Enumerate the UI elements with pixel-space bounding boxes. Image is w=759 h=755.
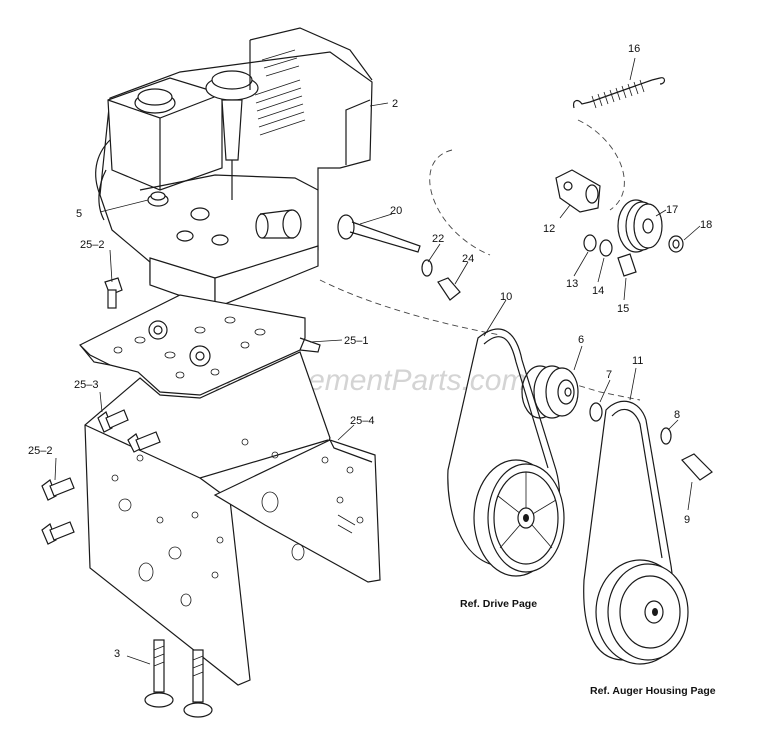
nut-18 bbox=[668, 235, 684, 253]
spacer-14 bbox=[599, 239, 613, 257]
leader-lines bbox=[54, 57, 701, 665]
bolt-9 bbox=[681, 453, 713, 481]
idler-pulley-17 bbox=[617, 199, 663, 253]
idler-path-line bbox=[577, 119, 625, 211]
callout-12: 12 bbox=[543, 223, 555, 235]
engine-mounting-plate bbox=[79, 294, 321, 396]
engine-assembly bbox=[95, 27, 373, 309]
callout-13: 13 bbox=[566, 278, 578, 290]
callout-17: 17 bbox=[666, 204, 678, 216]
drive-pulley bbox=[473, 459, 565, 577]
callout-15: 15 bbox=[617, 303, 629, 315]
callout-5: 5 bbox=[76, 208, 82, 220]
callout-8: 8 bbox=[674, 409, 680, 421]
spring-16 bbox=[573, 77, 666, 109]
idler-bracket-12 bbox=[555, 169, 601, 213]
callout-18: 18 bbox=[700, 219, 712, 231]
bolt-24 bbox=[437, 277, 461, 301]
callout-25-1: 25–1 bbox=[344, 335, 368, 347]
bolt-25-2-top bbox=[104, 277, 123, 309]
carriage-bolts bbox=[144, 639, 213, 718]
callout-25-4: 25–4 bbox=[350, 415, 374, 427]
bolt-frame-upper bbox=[127, 431, 161, 453]
bolt-frame-lower bbox=[41, 521, 75, 545]
callout-10: 10 bbox=[500, 291, 512, 303]
callout-25-2-top: 25–2 bbox=[80, 239, 104, 251]
callout-7: 7 bbox=[606, 369, 612, 381]
ref-auger-housing-page: Ref. Auger Housing Page bbox=[590, 685, 716, 697]
callout-11: 11 bbox=[632, 355, 643, 367]
callout-24: 24 bbox=[462, 253, 474, 265]
callout-25-3: 25–3 bbox=[74, 379, 98, 391]
washer-13 bbox=[583, 234, 597, 252]
frame-rear-plate bbox=[213, 439, 381, 583]
belt-path-line bbox=[319, 279, 501, 336]
bolt-15 bbox=[617, 253, 637, 277]
washer-8 bbox=[660, 427, 672, 445]
engine-pulley-6 bbox=[521, 365, 579, 419]
callout-22: 22 bbox=[432, 233, 444, 245]
callout-25-2-lower: 25–2 bbox=[28, 445, 52, 457]
bolt-25-3 bbox=[97, 409, 129, 433]
engine-bolts bbox=[147, 191, 229, 246]
ref-drive-page: Ref. Drive Page bbox=[460, 598, 537, 610]
callout-14: 14 bbox=[592, 285, 604, 297]
callout-20: 20 bbox=[390, 205, 402, 217]
callout-2: 2 bbox=[392, 98, 398, 110]
bolt-25-2-lower bbox=[41, 477, 75, 501]
auger-pulley bbox=[595, 559, 689, 665]
callout-16: 16 bbox=[628, 43, 640, 55]
callout-6: 6 bbox=[578, 334, 584, 346]
washer-22 bbox=[421, 259, 433, 277]
washer-7 bbox=[589, 402, 603, 422]
callout-3: 3 bbox=[114, 648, 120, 660]
callout-9: 9 bbox=[684, 514, 690, 526]
spring-path-line bbox=[429, 149, 491, 256]
callout-labels: 2 5 25–2 20 22 24 25–1 25–3 25–4 25–2 3 … bbox=[28, 43, 712, 660]
idler-rod-20 bbox=[337, 214, 421, 253]
